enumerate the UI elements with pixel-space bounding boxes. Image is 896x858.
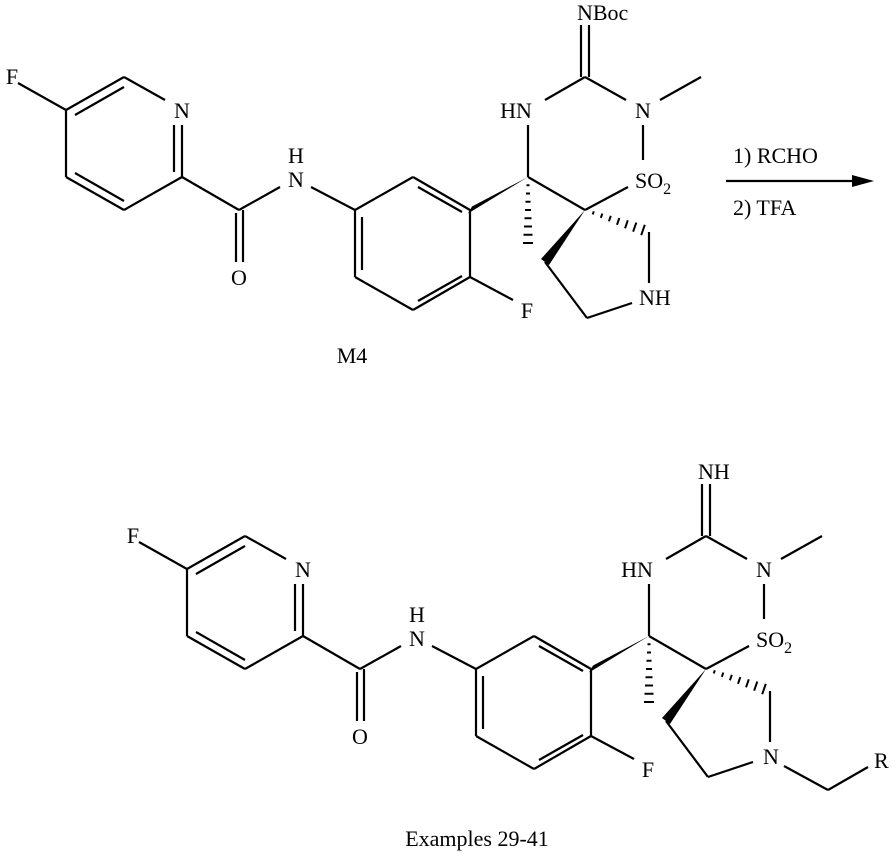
compound-label-examples: Examples 29-41 <box>405 826 549 851</box>
reagent-step-1: 1) RCHO <box>733 143 818 168</box>
atom-amide-h: H <box>288 143 304 168</box>
product-skeleton <box>139 484 822 777</box>
arrowhead-icon <box>852 175 874 187</box>
atom-aryl-fluorine: F <box>521 298 533 323</box>
reaction-arrow: 1) RCHO 2) TFA <box>726 143 874 220</box>
atom-n-methyl: N <box>756 557 772 582</box>
reactant-skeleton <box>18 25 701 318</box>
atom-so2: SO2 <box>635 168 671 198</box>
atom-r-group: R <box>874 748 889 773</box>
atom-pyridine-n: N <box>295 557 311 582</box>
atom-pyrrolidine-nh: NH <box>639 285 671 310</box>
atom-oxygen: O <box>231 265 247 290</box>
atom-oxygen: O <box>352 724 368 749</box>
reactant-m4: F N O H N HN N NBoc SO2 F NH M4 <box>6 0 701 368</box>
atom-amide-n: N <box>409 626 425 651</box>
compound-label-m4: M4 <box>337 343 368 368</box>
atom-imine-nh: NH <box>698 459 730 484</box>
atom-hn: HN <box>621 557 653 582</box>
atom-pyrrolidine-n: N <box>763 744 779 769</box>
so-label: SO <box>635 168 663 193</box>
atom-hn: HN <box>500 98 532 123</box>
atom-so2: SO2 <box>756 627 792 657</box>
so-label: SO <box>756 627 784 652</box>
atom-amide-n: N <box>288 167 304 192</box>
so-subscript: 2 <box>663 181 671 198</box>
atom-fluorine: F <box>6 64 18 89</box>
atom-fluorine: F <box>127 523 139 548</box>
reagent-step-2: 2) TFA <box>733 195 796 220</box>
product-examples: F N O H N HN N NH SO2 F N R <box>127 459 889 790</box>
so-subscript: 2 <box>784 640 792 657</box>
atom-n-methyl: N <box>635 98 651 123</box>
atom-amide-h: H <box>409 602 425 627</box>
atom-aryl-fluorine: F <box>642 757 654 782</box>
atom-pyridine-n: N <box>174 98 190 123</box>
atom-nboc: NBoc <box>577 0 629 25</box>
